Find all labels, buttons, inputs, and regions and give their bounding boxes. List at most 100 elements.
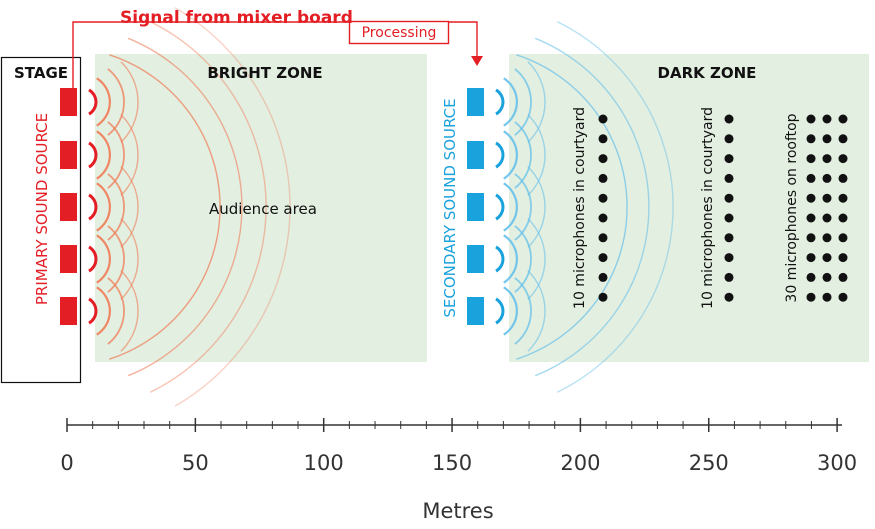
secondary-speaker-icon xyxy=(467,88,484,116)
secondary-wave-arc xyxy=(527,166,546,248)
primary-wave-arc xyxy=(120,114,139,196)
microphone-dot xyxy=(724,253,734,263)
primary-wave-arc xyxy=(107,277,125,345)
microphone-dot xyxy=(806,292,816,302)
primary-wave-arc xyxy=(88,88,98,116)
primary-wave-arc xyxy=(96,182,111,232)
secondary-wave-arc xyxy=(495,88,505,116)
secondary-speaker-icon xyxy=(467,193,484,221)
processing-box xyxy=(348,20,450,45)
microphone-dot xyxy=(598,253,608,263)
microphone-dot xyxy=(598,292,608,302)
stage-box xyxy=(0,56,82,384)
primary-speaker-icon xyxy=(60,193,77,221)
microphone-dot xyxy=(598,134,608,144)
microphone-dot xyxy=(838,233,848,243)
dark-zone-area xyxy=(509,54,869,362)
primary-wave-arc xyxy=(120,218,139,300)
primary-wave-arc xyxy=(88,297,98,325)
primary-wave-arc xyxy=(96,286,111,336)
microphone-dot xyxy=(838,114,848,124)
secondary-speakers xyxy=(467,88,484,325)
microphone-dot xyxy=(806,233,816,243)
audience-area-label: Audience area xyxy=(209,200,317,218)
secondary-wave-arc xyxy=(495,245,505,273)
microphone-dot xyxy=(838,272,848,282)
microphone-dot xyxy=(822,193,832,203)
dark-zone-label: DARK ZONE xyxy=(658,64,757,82)
axis-tick-label: 50 xyxy=(182,451,209,475)
microphone-dot xyxy=(598,213,608,223)
processing-label: Processing xyxy=(362,25,437,41)
secondary-wave-arc xyxy=(495,193,505,221)
bright-zone-label: BRIGHT ZONE xyxy=(207,64,322,82)
microphone-dot xyxy=(724,292,734,302)
microphone-dot xyxy=(822,213,832,223)
secondary-speaker-icon xyxy=(467,141,484,169)
stage-label: STAGE xyxy=(14,64,68,82)
axis-title: Metres xyxy=(422,499,493,523)
secondary-wave-arc xyxy=(534,37,650,377)
microphone-dot xyxy=(822,173,832,183)
microphone-dot xyxy=(838,154,848,164)
microphone-dot xyxy=(822,233,832,243)
microphone-dot xyxy=(822,253,832,263)
secondary-wave-arc xyxy=(503,77,518,127)
microphone-dot xyxy=(806,253,816,263)
primary-source-label: PRIMARY SOUND SOURCE xyxy=(33,113,51,305)
axis-tick-label: 250 xyxy=(689,451,729,475)
microphone-dot xyxy=(598,233,608,243)
microphone-dot xyxy=(838,253,848,263)
primary-speaker-icon xyxy=(60,297,77,325)
microphone-dot xyxy=(724,114,734,124)
microphone-dot xyxy=(724,193,734,203)
secondary-wave-arc xyxy=(503,286,518,336)
primary-wave-arc xyxy=(120,166,139,248)
secondary-speaker-icon xyxy=(467,245,484,273)
microphone-dot xyxy=(822,134,832,144)
primary-wave-arc xyxy=(88,245,98,273)
microphone-dot xyxy=(724,233,734,243)
primary-wave-arc xyxy=(96,234,111,284)
microphone-dot xyxy=(838,173,848,183)
primary-sound-waves xyxy=(88,7,291,407)
secondary-wave-arc xyxy=(516,54,628,360)
microphone-dot xyxy=(838,193,848,203)
primary-wave-arc xyxy=(120,61,139,143)
microphone-dot xyxy=(724,134,734,144)
secondary-wave-arc xyxy=(527,114,546,196)
microphone-dot xyxy=(838,213,848,223)
secondary-wave-arc xyxy=(514,277,532,345)
secondary-wave-arc xyxy=(556,21,674,393)
secondary-wave-arc xyxy=(495,297,505,325)
primary-speaker-icon xyxy=(60,88,77,116)
microphone-dot xyxy=(598,173,608,183)
secondary-wave-arc xyxy=(503,234,518,284)
microphone-dot xyxy=(598,114,608,124)
primary-wave-arc xyxy=(96,130,111,180)
secondary-source-label: SECONDARY SOUND SOURCE xyxy=(441,98,459,317)
axis-tick-label: 150 xyxy=(432,451,472,475)
microphone-dot xyxy=(598,154,608,164)
microphone-dot xyxy=(598,193,608,203)
microphone-dot xyxy=(806,272,816,282)
axis-tick-label: 300 xyxy=(817,451,857,475)
signal-arrow-icon xyxy=(471,56,483,66)
primary-wave-arc xyxy=(174,7,291,407)
secondary-wave-arc xyxy=(503,130,518,180)
microphone-dot xyxy=(822,154,832,164)
mic-group-3-label: 30 microphones on rooftop xyxy=(784,113,800,302)
microphone-dot xyxy=(806,213,816,223)
signal-label: Signal from mixer board xyxy=(120,8,353,28)
secondary-wave-arc xyxy=(495,141,505,169)
axis-tick-label: 0 xyxy=(60,451,73,475)
signal-path xyxy=(72,21,478,88)
microphone-dot xyxy=(724,272,734,282)
primary-wave-arc xyxy=(109,54,221,360)
primary-wave-arc xyxy=(88,141,98,169)
primary-wave-arc xyxy=(88,193,98,221)
primary-wave-arc xyxy=(96,77,111,127)
secondary-wave-arc xyxy=(527,218,546,300)
